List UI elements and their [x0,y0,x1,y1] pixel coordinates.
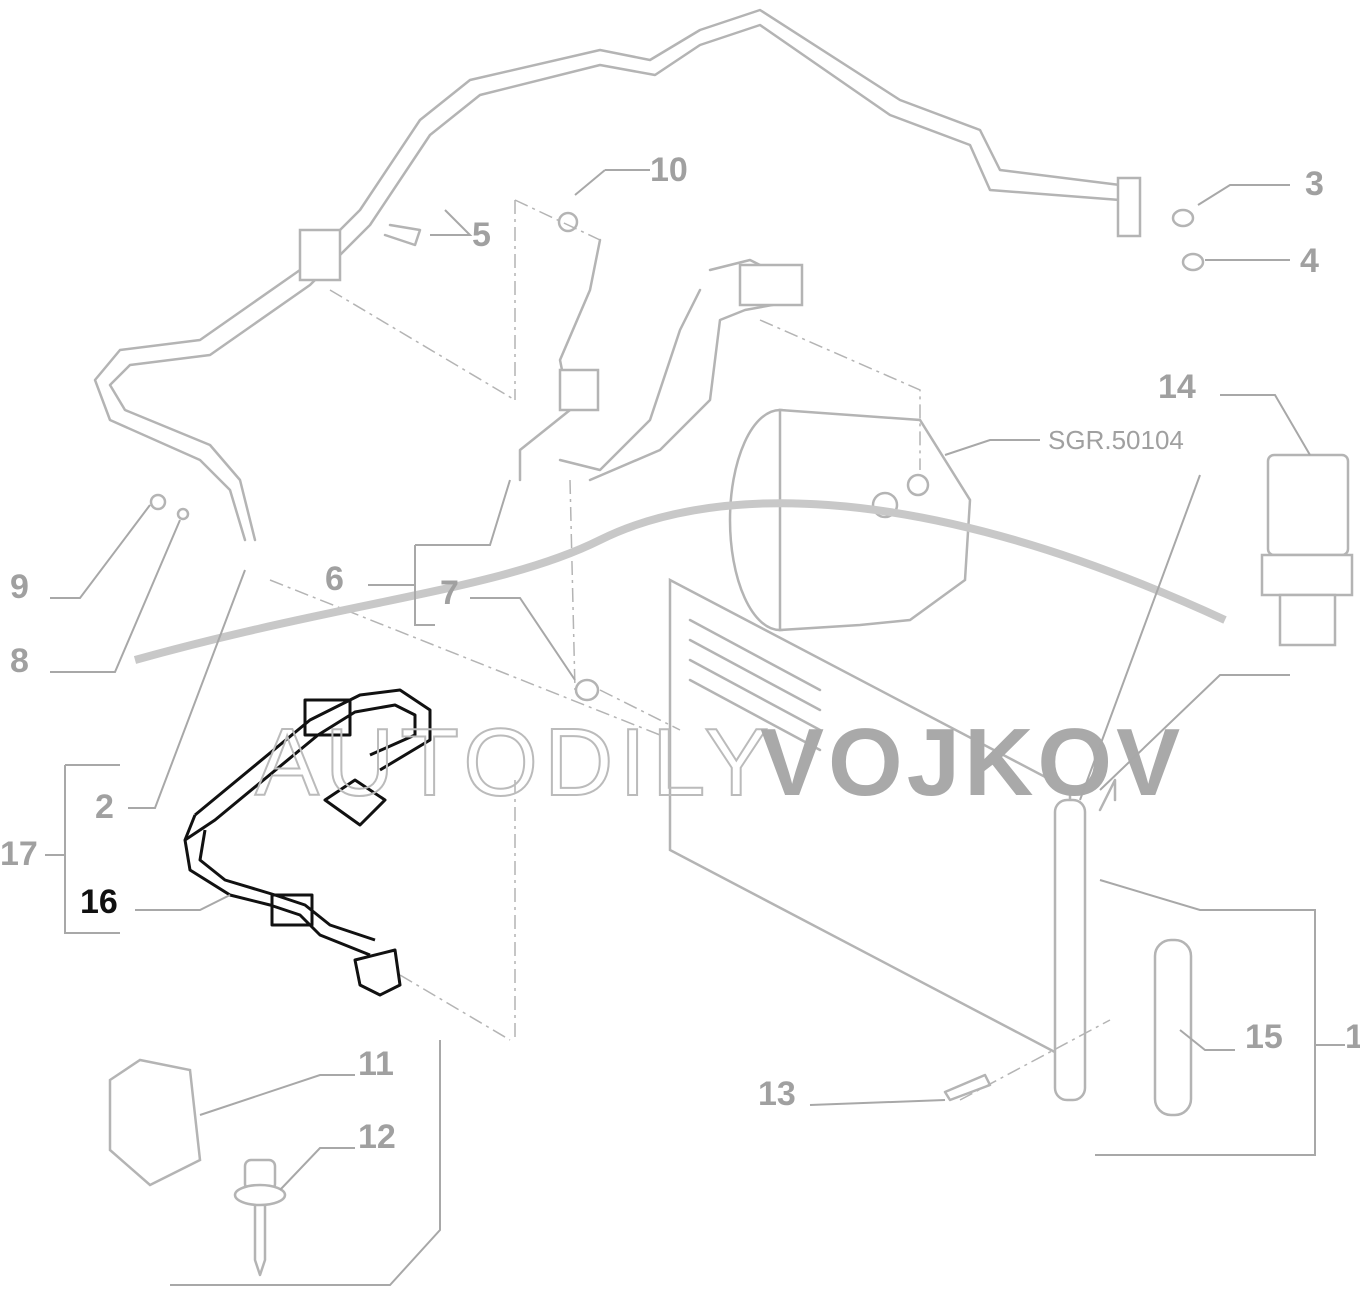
rivet [233,1158,287,1277]
callout-4[interactable]: 4 [1300,242,1319,280]
compressor-hose [518,238,804,482]
seal-ring [1181,252,1205,272]
callout-17[interactable]: 17 [0,835,38,873]
compressor [728,408,972,632]
reference-code[interactable]: SGR.50104 [1048,425,1184,455]
callout-5[interactable]: 5 [472,216,491,254]
clip [108,1058,202,1187]
seal-ring [1171,208,1195,228]
bolt [943,1073,992,1102]
callout-2[interactable]: 2 [95,788,114,826]
callout-10[interactable]: 10 [650,151,688,189]
callout-11[interactable]: 11 [358,1045,394,1083]
screw [149,493,167,511]
callout-1[interactable]: 1 [1345,1018,1360,1056]
callout-9[interactable]: 9 [10,568,29,606]
watermark-bold-text: VOJKOV [760,709,1184,816]
watermark-swoosh [133,499,1227,664]
callout-12[interactable]: 12 [358,1118,396,1156]
callout-6[interactable]: 6 [325,560,344,598]
callout-3[interactable]: 3 [1305,165,1324,203]
pressure-switch [1260,453,1354,647]
long-ac-pipe [93,8,1142,542]
condenser [668,577,1117,1102]
filter-drier [1153,938,1193,1117]
seal-ring [574,678,600,702]
callout-15[interactable]: 15 [1245,1018,1283,1056]
callout-8[interactable]: 8 [10,642,29,680]
watermark-light-text: AUTODILY [255,709,774,816]
callout-7[interactable]: 7 [440,574,459,612]
screw [383,223,422,247]
leader-lines [45,169,1345,1286]
callout-14[interactable]: 14 [1158,368,1196,406]
assembly-lines [269,199,1111,1101]
callout-16[interactable]: 16 [80,883,118,921]
highlighted-hose-16 [183,688,432,997]
callout-13[interactable]: 13 [758,1075,796,1113]
washer [176,507,190,521]
